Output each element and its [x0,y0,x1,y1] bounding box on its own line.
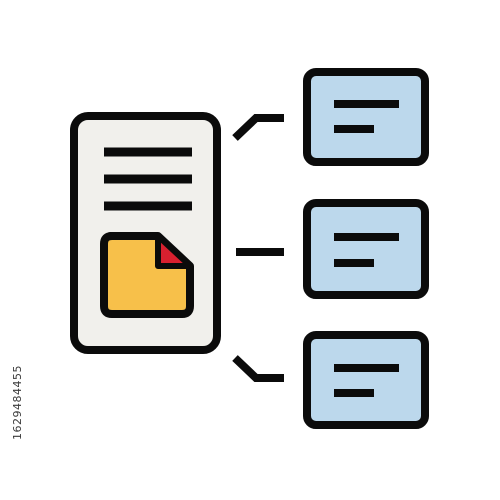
card-icon [303,199,429,299]
connectors [232,114,284,382]
file-corner-outline [155,236,190,269]
file-icon [100,232,194,318]
card-middle [303,199,429,299]
connector-bottom [232,355,284,382]
card-top [303,68,429,166]
card-icon [303,68,429,166]
card-bottom [303,331,429,429]
stock-id-label: 1629484455 [11,365,24,440]
connector-top [232,114,284,141]
card-icon [303,331,429,429]
file-corner-fold [158,240,186,266]
